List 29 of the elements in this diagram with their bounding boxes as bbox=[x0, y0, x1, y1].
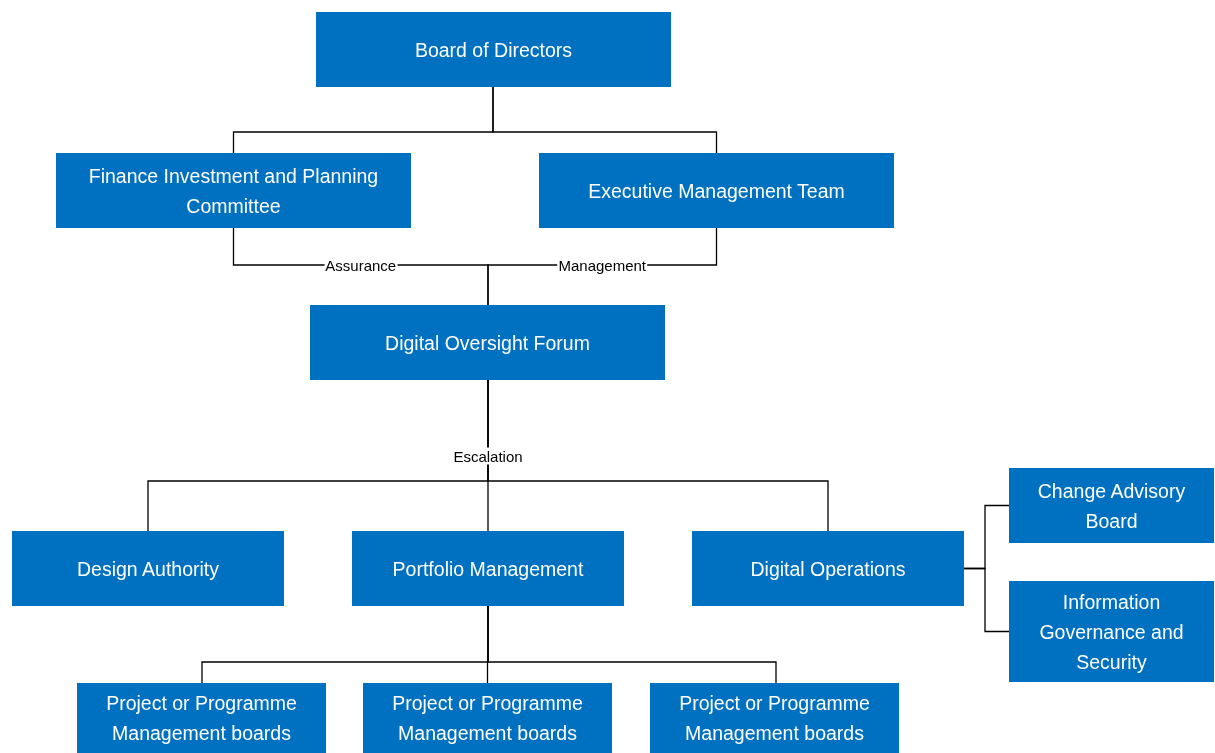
connector-line bbox=[963, 567, 1010, 633]
org-box bbox=[12, 531, 284, 606]
connector-line bbox=[487, 605, 777, 684]
connector-line bbox=[487, 379, 829, 532]
box-label: Project or Programme Management boards bbox=[391, 691, 584, 746]
box-label: Executive Management Team bbox=[587, 178, 846, 204]
org-box bbox=[352, 531, 624, 606]
box-label: Board of Directors bbox=[413, 37, 574, 63]
box-label: Digital Operations bbox=[749, 556, 907, 582]
org-box bbox=[316, 12, 671, 87]
box-label: Change Advisory Board bbox=[1036, 478, 1187, 534]
org-box bbox=[56, 153, 411, 228]
box-label: Design Authority bbox=[76, 556, 220, 582]
box-label: Project or Programme Management boards bbox=[678, 691, 871, 746]
connector-line bbox=[492, 86, 718, 154]
box-label: Information Governance and Security bbox=[1038, 589, 1185, 675]
org-box bbox=[539, 153, 894, 228]
org-box bbox=[1009, 468, 1214, 543]
org-box bbox=[692, 531, 964, 606]
edge-label: Escalation bbox=[452, 447, 524, 465]
box-label: Digital Oversight Forum bbox=[384, 330, 591, 356]
box-label: Finance Investment and Planning Committee bbox=[87, 163, 380, 219]
org-box bbox=[363, 683, 612, 753]
org-box bbox=[77, 683, 326, 753]
org-box bbox=[650, 683, 899, 753]
box-label: Project or Programme Management boards bbox=[105, 691, 298, 746]
org-box bbox=[310, 305, 665, 380]
org-box bbox=[1009, 581, 1214, 682]
box-label: Portfolio Management bbox=[391, 556, 585, 582]
